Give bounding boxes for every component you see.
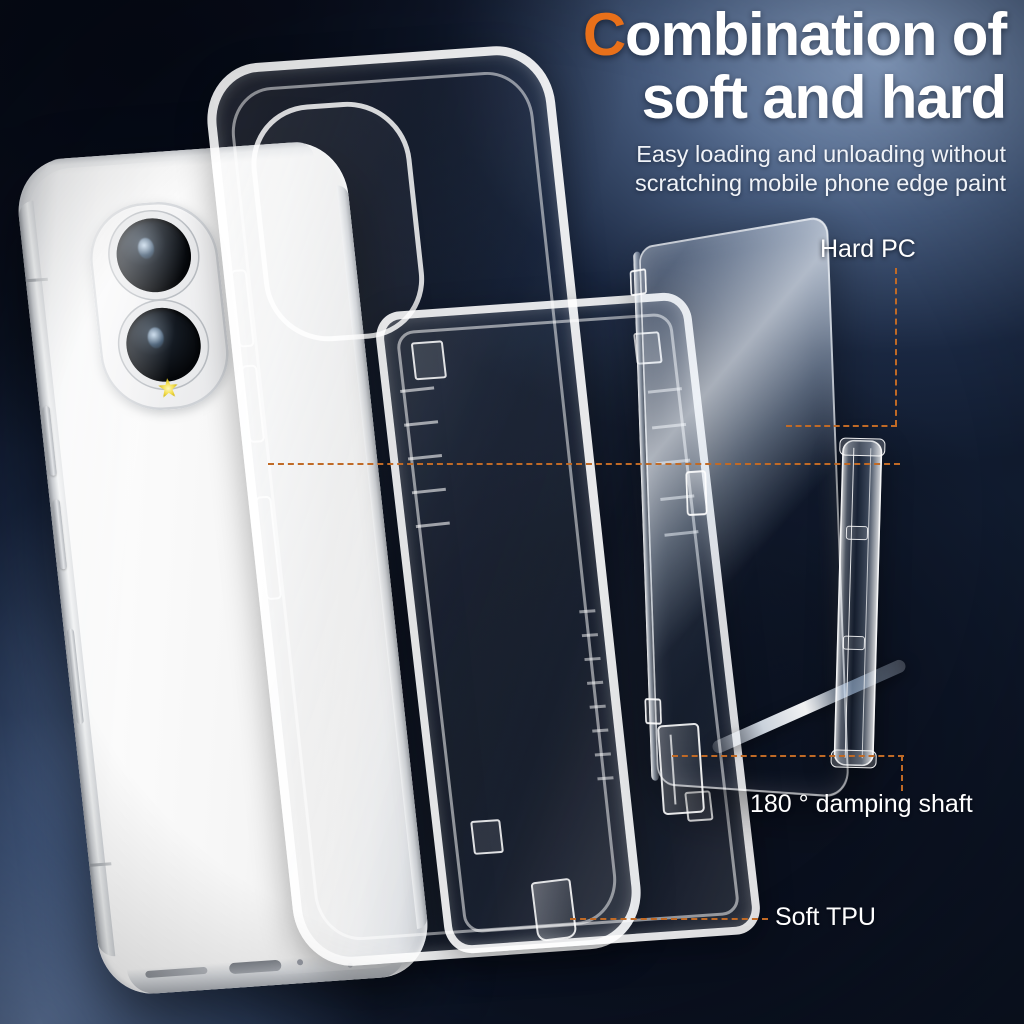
page-title: Combination of soft and hard xyxy=(346,4,1006,128)
callout-label-hard-pc: Hard PC xyxy=(820,235,916,264)
headline-line-1-rest: ombination of xyxy=(625,1,1006,68)
callout-label-damping-shaft: 180 ° damping shaft xyxy=(750,790,973,819)
leader-line-shaft-horizontal xyxy=(672,755,904,757)
subheadline-line-1: Easy loading and unloading without xyxy=(386,140,1006,169)
leader-line-soft-tpu xyxy=(570,918,768,920)
callout-label-soft-tpu: Soft TPU xyxy=(775,903,876,932)
subheadline: Easy loading and unloading without scrat… xyxy=(386,140,1006,198)
leader-line-shaft-vertical xyxy=(901,755,903,791)
headline-line-2: soft and hard xyxy=(346,67,1006,128)
headline-initial-cap: C xyxy=(583,1,625,68)
leader-line-hard-pc-horizontal xyxy=(786,425,897,427)
leader-line-hard-pc-vertical xyxy=(895,268,897,426)
headline-line-1: Combination of xyxy=(346,4,1006,65)
subheadline-line-2: scratching mobile phone edge paint xyxy=(386,169,1006,198)
leader-line-pc-plate-long xyxy=(268,463,900,465)
